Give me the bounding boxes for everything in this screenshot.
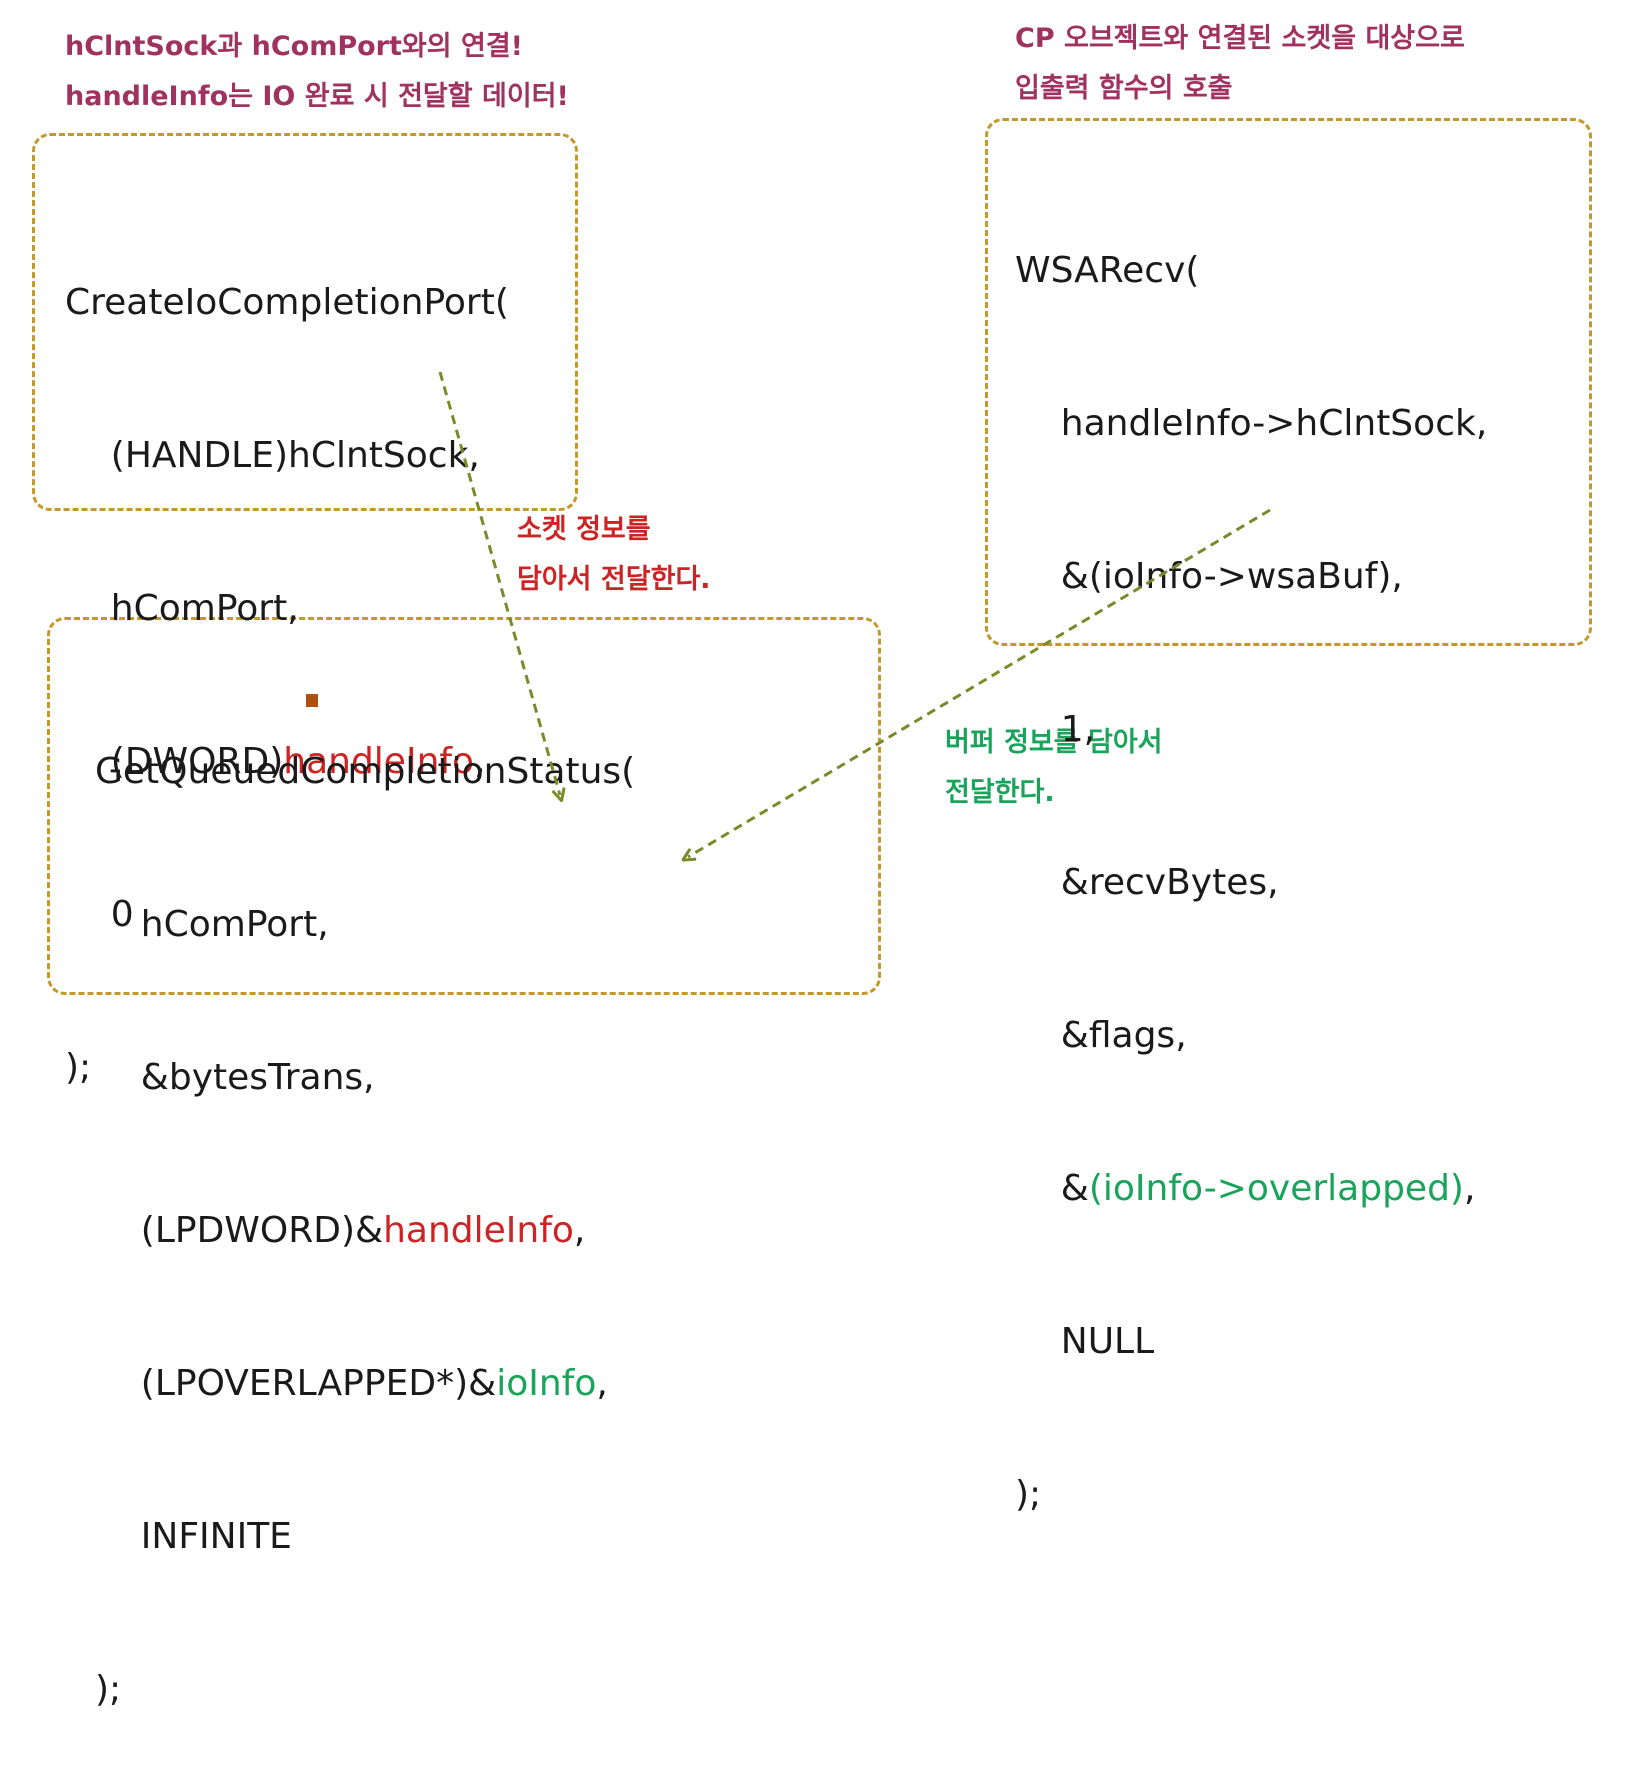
note-buffer-info: 버퍼 정보를 담아서 전달한다. xyxy=(945,718,1163,818)
code-line: &recvBytes, xyxy=(1015,862,1279,903)
code-line: ); xyxy=(1015,1474,1042,1515)
code-text: , xyxy=(573,1210,586,1251)
note-line: 담아서 전달한다. xyxy=(517,564,711,595)
io-info-highlight: ioInfo xyxy=(496,1363,597,1404)
cursor-marker xyxy=(306,694,318,707)
code-text: , xyxy=(1463,1168,1476,1209)
note-line: 입출력 함수의 호출 xyxy=(1015,73,1233,104)
get-queued-completion-status-box xyxy=(47,617,881,995)
code-line: (HANDLE)hClntSock, xyxy=(65,435,480,476)
code-line: &(ioInfo->wsaBuf), xyxy=(1015,556,1403,597)
code-text: (DWORD) xyxy=(65,741,284,782)
code-line: ); xyxy=(95,1669,122,1710)
wsarecv-box xyxy=(985,118,1592,646)
code-line: NULL xyxy=(1015,1321,1155,1362)
handle-info-highlight: handleInfo xyxy=(383,1210,574,1251)
code-line: (DWORD)handleInfo, xyxy=(65,736,509,787)
note-io-call: CP 오브젝트와 연결된 소켓을 대상으로 입출력 함수의 호출 xyxy=(1015,14,1465,114)
code-line: (LPOVERLAPPED*)&ioInfo, xyxy=(95,1358,635,1409)
note-socket-info: 소켓 정보를 담아서 전달한다. xyxy=(517,505,711,605)
code-text: (LPDWORD)& xyxy=(95,1210,384,1251)
code-line: hComPort, xyxy=(95,904,329,945)
note-line: 버퍼 정보를 담아서 xyxy=(945,727,1163,758)
code-line: &(ioInfo->overlapped), xyxy=(1015,1163,1487,1214)
note-line: 소켓 정보를 xyxy=(517,514,651,545)
note-line: CP 오브젝트와 연결된 소켓을 대상으로 xyxy=(1015,23,1465,54)
code-create-io-completion-port: CreateIoCompletionPort( (HANDLE)hClntSoc… xyxy=(65,175,509,1144)
note-handle-association: hClntSock과 hComPort와의 연결! handleInfo는 IO… xyxy=(65,22,569,122)
code-line: (LPDWORD)&handleInfo, xyxy=(95,1205,635,1256)
code-line: &flags, xyxy=(1015,1015,1187,1056)
code-line: 0 xyxy=(65,894,134,935)
arrow-handle-info xyxy=(438,371,560,795)
code-text: , xyxy=(596,1363,608,1404)
code-line: CreateIoCompletionPort( xyxy=(65,282,509,323)
code-line: &bytesTrans, xyxy=(95,1057,375,1098)
code-line: handleInfo->hClntSock, xyxy=(1015,403,1488,444)
code-line: 1, xyxy=(1015,709,1096,750)
code-line: WSARecv( xyxy=(1015,250,1200,291)
note-line: hClntSock과 hComPort와의 연결! xyxy=(65,31,523,62)
code-line: GetQueuedCompletionStatus( xyxy=(95,751,636,792)
code-line: INFINITE xyxy=(95,1516,292,1557)
note-line: handleInfo는 IO 완료 시 전달할 데이터! xyxy=(65,81,569,112)
code-text: , xyxy=(474,741,486,782)
create-io-completion-port-box xyxy=(32,133,578,511)
overlapped-highlight: (ioInfo->overlapped) xyxy=(1088,1168,1464,1209)
arrow-overlapped xyxy=(688,508,1271,857)
note-line: 전달한다. xyxy=(945,777,1055,808)
code-text: & xyxy=(1015,1168,1089,1209)
handle-info-highlight: handleInfo xyxy=(283,741,475,782)
code-text: (LPOVERLAPPED*)& xyxy=(95,1363,497,1404)
connector-arrows xyxy=(438,371,1271,1015)
code-line: hComPort, xyxy=(65,588,299,629)
